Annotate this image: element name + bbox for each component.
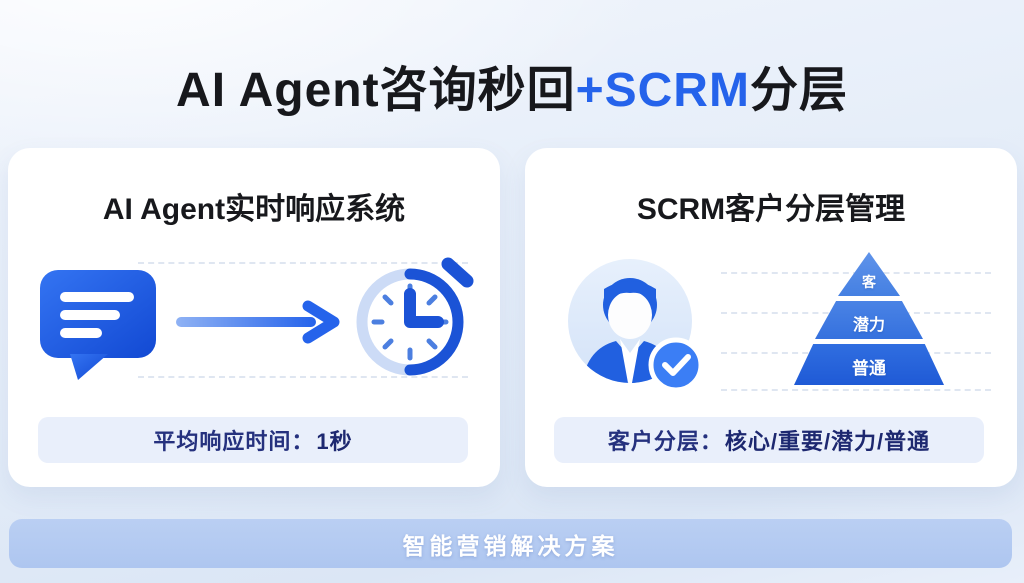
dashed-line bbox=[721, 389, 991, 391]
dashed-line bbox=[138, 262, 468, 264]
pyramid-tier-bottom: 普通 bbox=[794, 344, 944, 385]
pyramid-tier-label: 客 bbox=[862, 274, 876, 290]
ai-agent-response-card: AI Agent实时响应系统 bbox=[8, 148, 500, 487]
customer-avatar-icon bbox=[564, 253, 706, 400]
title-accent: +SCRM bbox=[575, 64, 750, 117]
stat-label: 客户分层： bbox=[607, 429, 723, 454]
stat-label: 平均响应时间： bbox=[153, 429, 315, 454]
pyramid-tier-label: 普通 bbox=[852, 359, 886, 378]
customer-pyramid: 客 潜力 普通 bbox=[794, 252, 944, 385]
left-card-title: AI Agent实时响应系统 bbox=[102, 193, 406, 226]
stat-value: 1秒 bbox=[316, 429, 353, 454]
stat-value: 核心/重要/潜力/普通 bbox=[724, 429, 931, 454]
check-badge-icon bbox=[648, 337, 704, 393]
chat-bubble-icon bbox=[38, 268, 162, 387]
stopwatch-icon bbox=[348, 254, 482, 393]
pyramid-tier-middle: 潜力 bbox=[815, 301, 923, 339]
title-black-left: AI Agent咨询秒回 bbox=[176, 64, 576, 117]
right-card-title: SCRM客户分层管理 bbox=[636, 193, 906, 226]
page-title: AI Agent咨询秒回+SCRM分层 bbox=[0, 50, 1024, 120]
title-black-right: 分层 bbox=[749, 64, 848, 117]
banner-label: 智能营销解决方案 bbox=[402, 532, 619, 559]
scrm-tier-card: SCRM客户分层管理 bbox=[525, 148, 1017, 487]
arrow-right-icon bbox=[174, 300, 344, 349]
pyramid-tier-label: 潜力 bbox=[852, 317, 885, 334]
solution-banner: 智能营销解决方案 bbox=[9, 519, 1012, 568]
dashed-line bbox=[138, 376, 468, 378]
customer-tier-stat: 客户分层：核心/重要/潜力/普通 bbox=[554, 417, 984, 463]
response-time-stat: 平均响应时间：1秒 bbox=[38, 417, 468, 463]
pyramid-tier-top: 客 bbox=[838, 252, 900, 296]
